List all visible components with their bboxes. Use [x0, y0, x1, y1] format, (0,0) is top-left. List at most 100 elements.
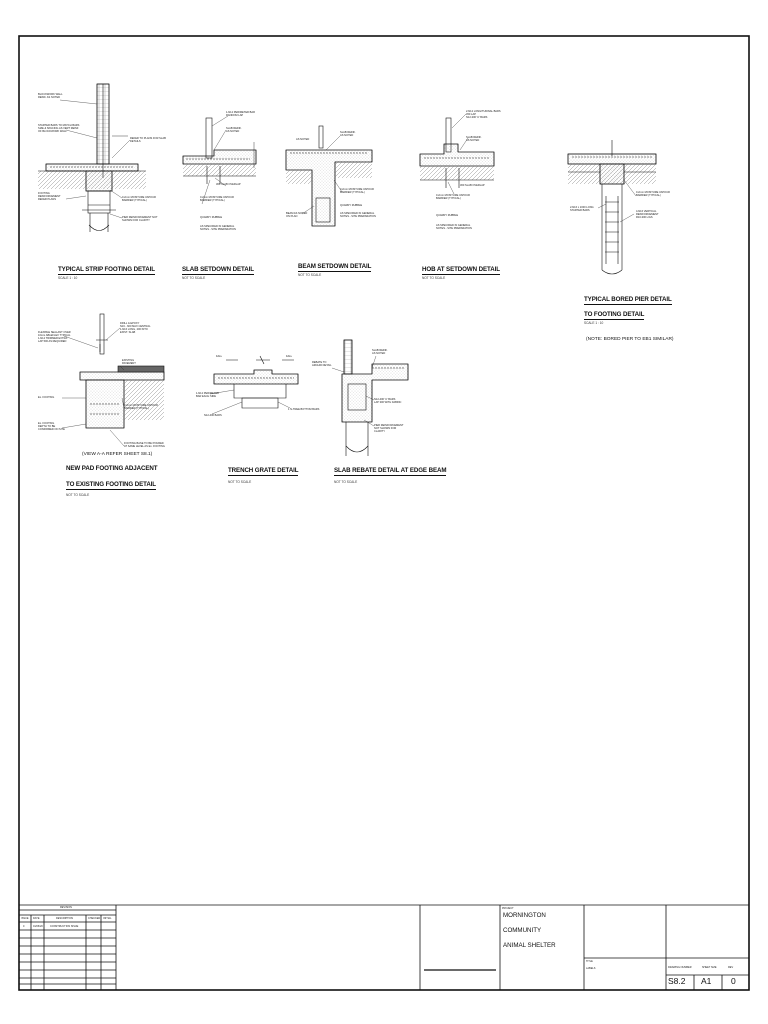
pad-footing-view-note: (VIEW A-A REFER SHEET S8.1): [82, 452, 153, 457]
hob-setdown-leaders: [447, 113, 469, 195]
strip-footing-note-pier: PIER REINFORCEMENT NOT SHOWN FOR CLARITY: [122, 216, 158, 223]
pad-footing-leaders: [61, 327, 125, 447]
trench-grate-note-perimeter: 1-N12 PERIMETER BAR EACH SIDE: [196, 392, 219, 399]
strip-footing-title: TYPICAL STRIP FOOTING DETAIL: [58, 266, 155, 275]
beam-setdown-leaders: [301, 135, 343, 215]
slab-rebate-note-ubars: N12-400 'U' BARS LAP 300 WITH FABRIC: [374, 398, 402, 405]
beam-setdown-note-general: AS SPECIFIED IN GENERAL NOTES - SITE PRE…: [340, 212, 376, 219]
pad-footing-note-footing: Ex. FOOTING: [38, 396, 55, 399]
bored-pier-leaders: [597, 179, 637, 223]
bored-pier-note-starter: 2-N16 x 1000 LONG STARTER BARS: [570, 206, 594, 213]
slab-setdown-note-overlap: 300 SLAB OVERLAP: [216, 183, 241, 186]
hob-setdown-note-general: AS SPECIFIED IN GENERAL NOTES - SITE PRE…: [436, 224, 472, 231]
column-checked: CHECKED: [88, 917, 101, 920]
column-description: DESCRIPTION: [56, 917, 74, 920]
slab-rebate-leaders: [331, 355, 377, 427]
beam-setdown-note-reinf: SLAB REINF. AS NOTED: [340, 131, 356, 138]
slab-rebate-title: SLAB REBATE DETAIL AT EDGE BEAM: [334, 467, 447, 476]
hob-setdown-note-reinf: SLAB REINF. AS NOTED: [466, 136, 482, 143]
beam-setdown-note-setdown: AS NOTED: [296, 138, 310, 141]
hob-setdown-note-moisture: 0.2mm MOISTURE VAPOUR BARRIER (TYPICAL): [436, 194, 470, 201]
trench-grate-note-dim: N12-400 BARS: [204, 414, 222, 417]
strip-footing-note-footing: FOOTING REINFORCEMENT REFER PLANS: [38, 192, 61, 202]
bored-pier-scale: SCALE 1 : 10: [584, 321, 604, 325]
pad-footing-drawing: [79, 313, 165, 429]
strip-footing-drawing: [38, 83, 146, 232]
revision-header: REVISION: [60, 906, 72, 909]
pad-footing-note-existing: EXISTING PAVEMENT: [122, 359, 136, 366]
trench-grate-fall-right: FALL: [286, 355, 293, 358]
beam-setdown-note-moisture: 0.2mm MOISTURE VAPOUR BARRIER (TYPICAL): [340, 188, 374, 195]
title-value: LABELS: [586, 967, 596, 970]
trench-grate-drawing: [213, 355, 299, 409]
slab-setdown-drawing: [182, 117, 257, 184]
slab-rebate-note-reinf: SLAB REINF. AS NOTED: [372, 349, 388, 356]
sheet-size: A1: [701, 976, 712, 986]
hob-setdown-title: HOB AT SETDOWN DETAIL: [422, 266, 500, 275]
slab-rebate-note-rebate: REBATE TO ARCHID DETAIL: [312, 361, 332, 368]
pad-footing-note-moisture: 0.2mm MOISTURE VAPOUR BARRIER (TYPICAL): [124, 404, 158, 411]
sheet-size-label: SHEET SIZE: [702, 966, 717, 969]
slab-setdown-note-perimeter: 1-N12 PERIMETER BAR RANDOM LAP: [226, 111, 255, 118]
bored-pier-drawing: [567, 140, 657, 275]
slab-rebate-drawing: [341, 339, 409, 456]
strip-footing-note-blockwork: BLOCKWORK WALL REINF. AS NOTED: [38, 93, 63, 100]
trench-grate-scale: NOT TO SCALE: [228, 480, 252, 484]
revision-row-issue: 0: [23, 925, 25, 928]
slab-setdown-scale: NOT TO SCALE: [182, 276, 206, 280]
trench-grate-leaders: [209, 389, 291, 415]
slab-rebate-scale: NOT TO SCALE: [334, 480, 358, 484]
beam-setdown-scale: NOT TO SCALE: [298, 273, 322, 277]
project-line-2: COMMUNITY: [503, 927, 542, 934]
title-label: TITLE: [586, 960, 593, 963]
revision-label: REV: [728, 966, 734, 969]
revision-number: 0: [731, 976, 736, 986]
slab-setdown-note-quarry: QUARRY RUBBLE: [200, 216, 223, 219]
pad-footing-scale: NOT TO SCALE: [66, 493, 90, 497]
strip-footing-note-starter: STARTER BARS TO MATCH BARS SIZE & SPACIN…: [38, 124, 80, 134]
column-issue: ISSUE: [21, 917, 29, 920]
strip-footing-scale: SCALE 1 : 10: [58, 276, 78, 280]
slab-setdown-note-reinf: SLAB REINF. AS NOTED: [226, 127, 242, 134]
strip-footing-note-refer: REFER TO PLANS FOR SLAB DETAILS: [130, 137, 166, 144]
bored-pier-note-vertical: 4-N16 VERTICAL REINFORCEMENT R10-300 LIG…: [636, 210, 659, 220]
pad-footing-note-sealant: FLEXIBLE SEALANT OVER 10mm ABLEFLEX TYPI…: [38, 331, 71, 344]
beam-setdown-note-beam: BEAM AS NOTED ON PLAN: [286, 212, 308, 219]
drawing-number-label: DRAWING NUMBER: [668, 966, 692, 969]
pad-footing-title-line2: TO EXISTING FOOTING DETAIL: [66, 481, 156, 490]
beam-setdown-title: BEAM SETDOWN DETAIL: [298, 263, 372, 272]
trench-grate-title: TRENCH GRATE DETAIL: [228, 467, 299, 476]
trench-grate-fall-left: FALL: [216, 355, 223, 358]
drawing-number: S8.2: [668, 976, 686, 986]
pad-footing-note-base: FOOTING BASE TO BE POURED AT SAME LEVEL …: [124, 442, 165, 449]
hob-setdown-note-overlap: 300 SLAB OVERLAP: [460, 184, 485, 187]
bored-pier-title-line2: TO FOOTING DETAIL: [584, 311, 645, 320]
bored-pier-title-line1: TYPICAL BORED PIER DETAIL: [584, 296, 672, 305]
column-initial: INITIAL: [103, 917, 112, 920]
column-date: DATE: [33, 917, 40, 920]
hob-setdown-scale: NOT TO SCALE: [422, 276, 446, 280]
pad-footing-note-dowel: DRILL & EPOXY N16 - 600 MAX CENTRAL 1-N1…: [120, 322, 151, 335]
beam-setdown-drawing: [285, 125, 373, 227]
revision-row-date: 01/06/20: [33, 925, 43, 928]
bored-pier-note-moisture: 0.2mm MOISTURE VAPOUR BARRIER (TYPICAL): [636, 191, 670, 198]
slab-setdown-note-moisture: 0.2mm MOISTURE VAPOUR BARRIER (TYPICAL): [200, 196, 234, 203]
beam-setdown-note-quarry: QUARRY RUBBLE: [340, 204, 363, 207]
slab-setdown-title: SLAB SETDOWN DETAIL: [182, 266, 254, 275]
hob-setdown-note-quarry: QUARRY RUBBLE: [436, 214, 459, 217]
title-block-frame: [19, 904, 749, 991]
strip-footing-note-moisture: 0.2mm MOISTURE VAPOUR BARRIER (TYPICAL): [122, 196, 156, 203]
strip-footing-leaders: [59, 99, 131, 219]
revision-row-description: CONSTRUCTION ISSUE: [50, 925, 79, 928]
project-label: PROJECT: [502, 907, 514, 910]
hob-setdown-note-longitudinal: 2-N12 LONGITUDINAL BARS 450 LAP N12-300 …: [466, 110, 501, 120]
trench-grate-note-bottom: 1 N-TREE BOTTOM BARS: [288, 408, 320, 411]
slab-rebate-note-pier: PIER REINFORCEMENT NOT SHOWN FOR CLARITY: [374, 424, 404, 434]
slab-setdown-leaders: [201, 115, 229, 205]
pad-footing-note-depth: Ex. FOOTING DEPTH TO BE CONFIRMED ON SIT…: [38, 422, 65, 432]
slab-setdown-note-general: AS SPECIFIED IN GENERAL NOTES - SITE PRE…: [200, 225, 236, 232]
pad-footing-title-line1: NEW PAD FOOTING ADJACENT: [66, 465, 158, 472]
bored-pier-note: (NOTE: BORED PIER TO EB1 SIMILAR): [586, 337, 674, 342]
hob-setdown-drawing: [419, 117, 495, 188]
